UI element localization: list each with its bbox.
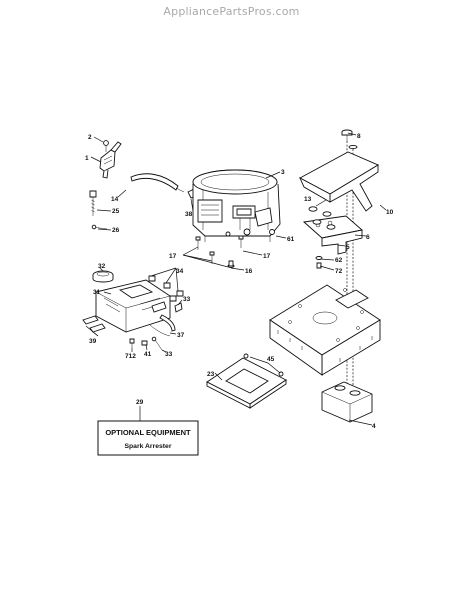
fitting-41-part[interactable]: [141, 340, 148, 346]
screw-33b-part[interactable]: [151, 336, 163, 351]
callout-23: 23: [207, 371, 215, 378]
callout-6: 6: [366, 234, 370, 241]
callout-62: 62: [335, 257, 343, 264]
fuel-cap-part[interactable]: [92, 270, 114, 283]
callout-10: 10: [386, 209, 394, 216]
callout-32: 32: [98, 263, 106, 270]
leader-lines: [85, 132, 387, 426]
watermark-text: AppliancePartsPros.com: [163, 5, 300, 18]
heat-shield-10-part[interactable]: [299, 151, 379, 212]
callout-17-left: 17: [169, 253, 177, 260]
spark-arrester-part[interactable]: [206, 357, 287, 409]
callout-8: 8: [357, 133, 361, 140]
callout-17-right: 17: [263, 253, 271, 260]
screw-45-part[interactable]: [243, 353, 284, 377]
screw-26-part[interactable]: [91, 224, 108, 230]
callout-26: 26: [112, 227, 120, 234]
callout-14: 14: [111, 196, 119, 203]
callout-16: 16: [245, 268, 253, 275]
nut-13-part[interactable]: [308, 206, 336, 230]
mounting-plate-part[interactable]: [269, 284, 381, 376]
callout-25: 25: [112, 208, 120, 215]
fitting-712-part[interactable]: [129, 338, 135, 348]
callout-34: 34: [176, 268, 184, 275]
optional-equipment-title: OPTIONAL EQUIPMENT: [105, 428, 191, 437]
optional-equipment-subtitle: Spark Arrester: [125, 443, 172, 450]
callout-numbers: 2 1 3 8 10 13 6 5 14 25 26 38 61 17 17 1…: [85, 133, 394, 430]
callout-13: 13: [304, 196, 312, 203]
callout-41: 41: [144, 351, 152, 358]
screw-25-part[interactable]: [89, 190, 97, 216]
callout-37: 37: [177, 332, 185, 339]
callout-61: 61: [287, 236, 295, 243]
callout-33-top: 33: [183, 296, 191, 303]
callout-3: 3: [281, 169, 285, 176]
callout-39: 39: [89, 338, 97, 345]
callout-5: 5: [346, 244, 350, 251]
engine-part[interactable]: [192, 169, 281, 242]
callout-712: 712: [125, 353, 136, 360]
callout-38: 38: [185, 211, 193, 218]
washer-16-part[interactable]: [227, 260, 235, 268]
hose-clamp-34-part[interactable]: [148, 275, 184, 302]
muffler-part[interactable]: [321, 381, 373, 423]
fuel-line-37-part[interactable]: [149, 324, 171, 337]
throttle-control-part[interactable]: [99, 140, 122, 179]
fuel-tank-part[interactable]: [95, 279, 171, 333]
bolt-8-part[interactable]: [341, 129, 358, 150]
callout-45: 45: [267, 356, 275, 363]
optional-equipment-box: OPTIONAL EQUIPMENT Spark Arrester: [97, 420, 199, 456]
callout-31: 31: [93, 289, 101, 296]
callout-33-bottom: 33: [165, 351, 173, 358]
callout-2: 2: [88, 134, 92, 141]
fuel-line-part[interactable]: [130, 173, 185, 193]
callout-1: 1: [85, 155, 89, 162]
callout-29: 29: [136, 399, 144, 406]
bolt-17-part[interactable]: [195, 235, 244, 264]
callout-4: 4: [372, 423, 376, 430]
fitting-61-part[interactable]: [269, 229, 275, 235]
callout-72: 72: [335, 268, 343, 275]
